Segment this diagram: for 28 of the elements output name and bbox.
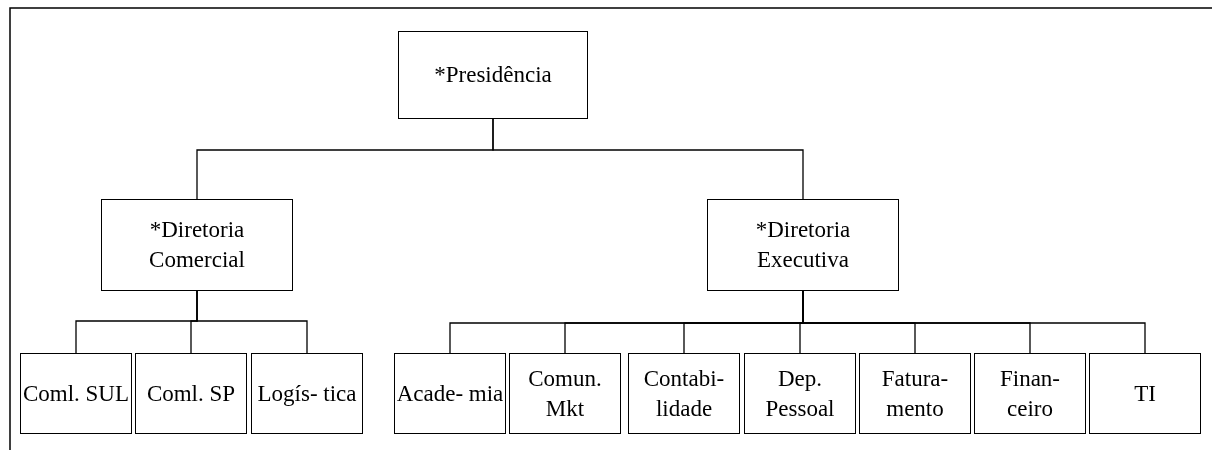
unit-label: Coml. SUL [22, 380, 130, 406]
unit-label: Logís- tica [257, 380, 357, 406]
unit-box [1089, 353, 1201, 434]
department-box [101, 199, 293, 291]
unit-box [251, 353, 363, 434]
connector-line [492, 118, 804, 200]
unit-label: Acade- mia [396, 380, 504, 406]
unit-label: TI [1134, 380, 1156, 406]
unit-label: Coml. SP [146, 380, 236, 406]
unit-label: Dep. Pessoal [765, 365, 835, 421]
unit-box [20, 353, 132, 434]
connector-line [196, 290, 308, 354]
unit-label: *Diretoria Comercial [149, 217, 245, 272]
unit-label: Finan- ceiro [999, 365, 1061, 421]
unit-box [509, 353, 621, 434]
unit-label: Comun. Mkt [528, 365, 602, 421]
unit-box [744, 353, 856, 434]
unit-label: *Diretoria Executiva [755, 217, 851, 272]
unit-box [628, 353, 740, 434]
unit-box [394, 353, 506, 434]
unit-box [135, 353, 247, 434]
department-box [707, 199, 899, 291]
unit-box [859, 353, 971, 434]
unit-label: Fatura- mento [881, 365, 949, 421]
top-unit-box [398, 31, 588, 119]
unit-box [974, 353, 1086, 434]
unit-label: *Presidência [434, 62, 552, 87]
unit-label: Contabi- lidade [643, 365, 725, 421]
